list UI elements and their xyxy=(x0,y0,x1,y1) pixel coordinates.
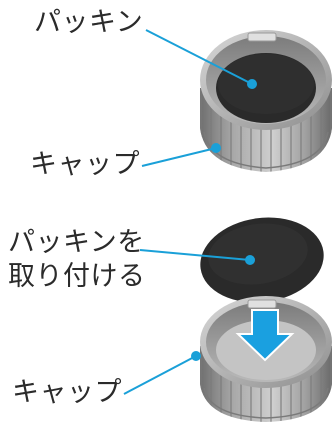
label-packing-attach-line1: パッキンを xyxy=(8,227,145,258)
leader-line-packing-top xyxy=(145,29,253,85)
label-cap-top: キャップ xyxy=(30,149,140,180)
leader-line-cap-bottom xyxy=(123,355,197,395)
label-cap-bottom: キャップ xyxy=(12,377,122,408)
leader-line-packing-attach xyxy=(139,249,251,261)
down-arrow-icon xyxy=(235,309,295,362)
top-cap xyxy=(200,30,332,172)
label-packing-attach: パッキンを 取り付ける xyxy=(8,226,146,294)
leader-line-cap-top xyxy=(141,147,217,167)
packing-floating xyxy=(200,217,324,303)
label-packing-attach-line2: 取り付ける xyxy=(8,261,146,292)
label-packing-top: パッキン xyxy=(34,7,144,38)
